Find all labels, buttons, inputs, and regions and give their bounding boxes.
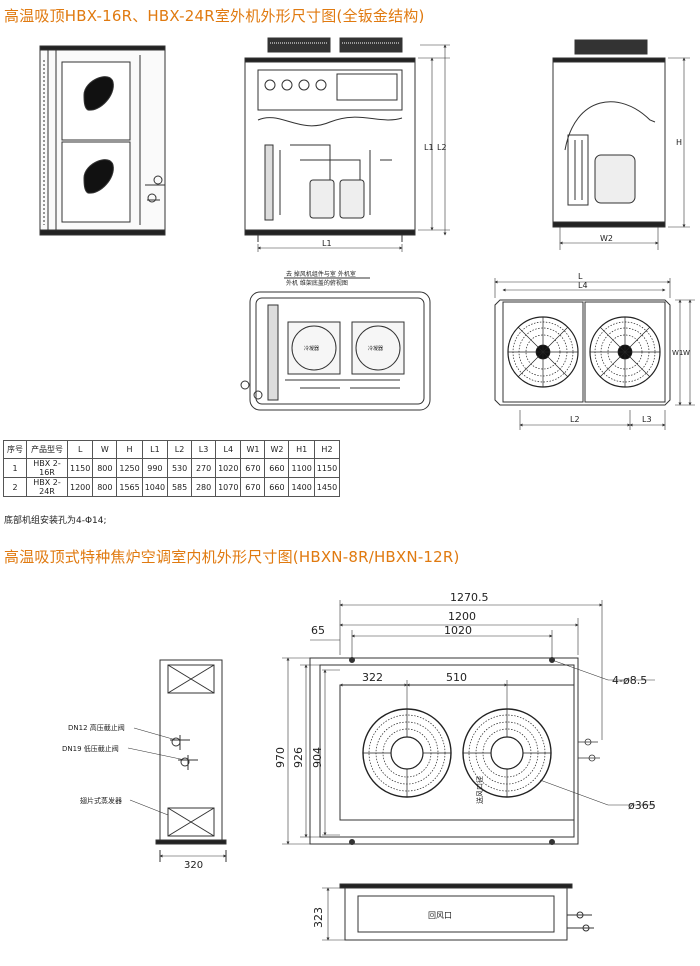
cell: 585: [167, 477, 193, 497]
coil-label-1: 冷凝器: [304, 345, 319, 352]
valve-high-label: DN12 高压截止阀: [68, 723, 125, 732]
th-l1: L1: [141, 440, 169, 459]
outdoor-front-dim-l1: [257, 244, 403, 252]
cell: 270: [191, 458, 217, 478]
coil-label-2: 冷凝器: [368, 345, 383, 352]
dim-w2: W2: [600, 234, 613, 243]
cell: 1200: [66, 477, 94, 497]
cell: 800: [92, 477, 118, 497]
outdoor-fan-2: [589, 316, 661, 388]
th-l: L: [66, 440, 94, 459]
cell: 1040: [141, 477, 169, 497]
dim-l4: L4: [578, 281, 588, 290]
top-note-2: 外机 维架底盖的俯视图: [286, 279, 348, 287]
th-h1: H1: [288, 440, 315, 459]
indoor-title: 高温吸顶式特种焦炉空调室内机外形尺寸图(HBXN-8R/HBXN-12R): [4, 548, 460, 566]
dim-1020: 1020: [444, 624, 472, 637]
outdoor-fan-1: [507, 316, 579, 388]
outdoor-right-dim-w2: [559, 57, 690, 250]
dim-323: 323: [312, 907, 325, 928]
cell: 1070: [215, 477, 242, 497]
indoor-fan-1: [362, 708, 452, 798]
install-note: 底部机组安装孔为4-Φ14;: [4, 516, 107, 526]
dim-510: 510: [446, 671, 467, 684]
dim-926: 926: [292, 747, 305, 768]
dim-322: 322: [362, 671, 383, 684]
th-w: W: [92, 440, 118, 459]
dim-h-l2: L2: [437, 143, 447, 152]
dim-h-right: H: [676, 138, 682, 147]
dim-1270: 1270.5: [450, 591, 489, 604]
cell: 1100: [288, 458, 315, 478]
outdoor-right-view: [552, 39, 666, 228]
cell: 1150: [66, 458, 94, 478]
th-w2: W2: [264, 440, 290, 459]
cell: 1020: [215, 458, 242, 478]
dim-904: 904: [311, 747, 324, 768]
indoor-side-view: [155, 659, 227, 862]
th-w1: W1: [240, 440, 266, 459]
th-h2: H2: [313, 440, 341, 459]
dim-holes: 4-ø8.5: [612, 674, 647, 687]
indoor-front-dims: [282, 600, 655, 845]
cell: HBX 2-24R: [26, 477, 68, 497]
cell: 1250: [116, 458, 143, 478]
dim-l: L: [578, 272, 583, 281]
indoor-bottom-view: [322, 883, 594, 941]
dim-l2: L2: [570, 415, 580, 424]
outdoor-top-view: [240, 277, 431, 411]
th-l2: L2: [167, 440, 193, 459]
th-model: 产品型号: [26, 440, 68, 459]
table-row: 1 HBX 2-16R 1150 800 1250 990 530 270 10…: [3, 458, 341, 478]
cell: 800: [92, 458, 118, 478]
table-row: 2 HBX 2-24R 1200 800 1565 1040 585 280 1…: [3, 477, 341, 497]
cell: 660: [264, 458, 290, 478]
dim-970: 970: [274, 747, 287, 768]
dim-65: 65: [311, 624, 325, 637]
cell: 280: [191, 477, 217, 497]
dim-l1: L1: [322, 239, 332, 248]
cell: 2: [3, 477, 27, 497]
cell: 660: [264, 477, 290, 497]
dim-l3: L3: [642, 415, 652, 424]
spec-table-header: 序号 产品型号 L W H L1 L2 L3 L4 W1 W2 H1 H2: [3, 440, 341, 459]
cell: 670: [240, 477, 266, 497]
return-air-label: 回风口: [428, 911, 452, 920]
cell: HBX 2-16R: [26, 458, 68, 478]
spec-table: 序号 产品型号 L W H L1 L2 L3 L4 W1 W2 H1 H2 1 …: [3, 440, 341, 497]
evaporator-label: 翅片式蒸发器: [80, 796, 122, 805]
dim-w1: W1: [672, 349, 683, 357]
th-l3: L3: [191, 440, 217, 459]
outdoor-title: 高温吸顶HBX-16R、HBX-24R室外机外形尺寸图(全钣金结构): [4, 7, 425, 25]
cell: 530: [167, 458, 193, 478]
dim-320: 320: [184, 860, 203, 871]
outdoor-side-view: [39, 45, 166, 236]
indoor-leader-lines: [127, 727, 186, 816]
outdoor-top-fans: [494, 299, 671, 406]
outdoor-top-dims: [494, 278, 695, 430]
dim-h-l1: L1: [424, 143, 434, 152]
valve-low-label: DN19 低压截止阀: [62, 744, 119, 753]
dim-365: ø365: [628, 799, 656, 812]
supply-air-label: 送风口径: [475, 776, 484, 804]
outdoor-front-dim-h: [418, 44, 450, 236]
cell: 1565: [116, 477, 143, 497]
th-index: 序号: [3, 440, 27, 459]
cell: 1150: [313, 458, 341, 478]
cell: 1: [3, 458, 27, 478]
top-note-1: 去 掉风机组件与室 外机室: [286, 270, 356, 278]
cell: 990: [141, 458, 169, 478]
th-l4: L4: [215, 440, 242, 459]
dim-1200: 1200: [448, 610, 476, 623]
dim-w: W: [683, 349, 690, 357]
outdoor-front-view: [244, 37, 416, 242]
cell: 670: [240, 458, 266, 478]
th-h: H: [116, 440, 143, 459]
indoor-front-piping: [578, 738, 600, 762]
cell: 1450: [313, 477, 341, 497]
cell: 1400: [288, 477, 315, 497]
